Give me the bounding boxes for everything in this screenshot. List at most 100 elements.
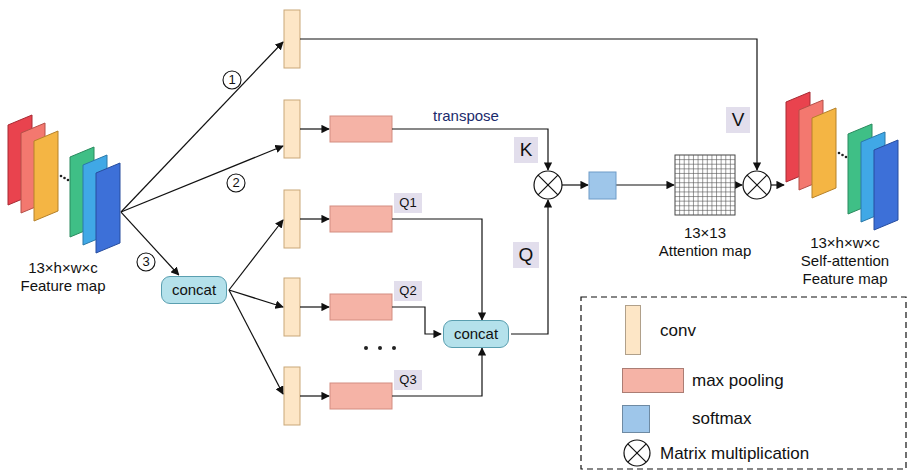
query-tag: Q1 [394, 193, 421, 213]
wire [229, 220, 283, 290]
grid-line [675, 178, 735, 179]
callout-circle [227, 174, 245, 192]
query-wire [392, 219, 482, 320]
grid-line [675, 187, 735, 188]
ellipsis-dot [378, 346, 382, 350]
node-text: 13×h×w×c [28, 259, 98, 277]
legend-frame [581, 297, 906, 469]
wire [562, 184, 588, 185]
pool-block [330, 294, 392, 320]
ellipsis-dot [841, 154, 844, 157]
wire [300, 128, 329, 129]
node-text: Feature map [20, 277, 105, 295]
grid-line [675, 168, 735, 169]
conv-block [284, 278, 300, 336]
matmul-symbol [538, 175, 558, 195]
attention-grid [675, 155, 735, 215]
wire [771, 184, 784, 185]
softmax-block [589, 172, 616, 199]
key-tag: K [514, 137, 539, 164]
concat-box: concat [443, 320, 509, 348]
branch-wire [121, 42, 283, 212]
matmul-symbol [538, 175, 558, 195]
callout-number: 2 [232, 175, 239, 191]
matmul-symbol [747, 175, 767, 195]
feature-map: 13×h×w×cSelf-attention Feature map [780, 92, 910, 288]
wire [300, 395, 329, 396]
grid-line [675, 164, 735, 165]
concat-box: concat [161, 276, 227, 304]
wire [300, 306, 329, 307]
query-tag: Q2 [394, 281, 421, 301]
feature-map: 13×h×w×cFeature map [5, 115, 121, 295]
node-text: Q2 [399, 283, 416, 299]
matmul-symbol [534, 171, 562, 199]
node-text: concat [172, 281, 216, 299]
grid-line [675, 191, 735, 192]
legend-swatch [622, 405, 650, 433]
conv-block [284, 190, 300, 248]
wire-label: transpose [433, 107, 499, 125]
conv-block [284, 10, 300, 68]
node-text: Q [519, 244, 534, 267]
feature-card [34, 131, 58, 221]
ellipsis-dot [67, 179, 70, 182]
attention-grid [675, 155, 735, 215]
matmul-symbol [624, 440, 650, 466]
legend-text: Matrix multiplication [660, 444, 809, 464]
matmul-symbol [628, 444, 646, 462]
query-tag: Q3 [394, 370, 421, 390]
value-wire [300, 39, 757, 170]
node-text: concat [454, 325, 498, 343]
node-text: 13×13 [684, 224, 726, 242]
wire [616, 184, 674, 185]
feature-card [96, 163, 120, 253]
grid-line [675, 196, 735, 197]
legend-swatch [622, 368, 684, 393]
feature-card [874, 140, 898, 230]
connector-arrow [121, 212, 179, 275]
query-wire [392, 307, 441, 334]
legend-swatch [625, 305, 641, 355]
node-text: Self-attention Feature map [780, 252, 910, 288]
ellipsis-dot [392, 346, 396, 350]
grid-line [675, 201, 735, 202]
ellipsis-dot [364, 346, 368, 350]
node-text: Attention map [659, 242, 752, 260]
grid-line [675, 182, 735, 183]
ellipsis-dot [60, 175, 63, 178]
value-tag: V [726, 107, 751, 134]
node-text: 13×h×w×c [810, 234, 880, 252]
conv-block [284, 367, 300, 425]
query-tag: Q [513, 242, 540, 269]
node-text: K [520, 139, 533, 162]
ellipsis-dot [63, 177, 66, 180]
feature-card [812, 108, 836, 198]
matmul-symbol [743, 171, 771, 199]
wire [229, 290, 283, 394]
matmul-symbol [628, 444, 646, 462]
grid-line [675, 173, 735, 174]
callout-number: 1 [228, 72, 235, 88]
conv-block [284, 100, 300, 158]
branch-wire [121, 146, 283, 212]
grid-line [675, 159, 735, 160]
node-text: V [732, 109, 745, 132]
grid-line [675, 205, 735, 206]
ellipsis-dot [845, 156, 848, 159]
pool-block [330, 206, 392, 232]
grid-line [675, 210, 735, 211]
pool-block [330, 383, 392, 409]
callout-circle [137, 253, 155, 271]
node-text: Q1 [399, 195, 416, 211]
legend-text: max pooling [692, 371, 784, 391]
key-wire [392, 129, 548, 170]
wire [735, 184, 742, 185]
matmul-symbol [747, 175, 767, 195]
callout-circle [223, 71, 241, 89]
callout-number: 3 [142, 254, 149, 270]
legend-text: softmax [692, 409, 752, 429]
wire [300, 218, 329, 219]
pool-block [330, 116, 392, 142]
node-text: Q3 [399, 372, 416, 388]
